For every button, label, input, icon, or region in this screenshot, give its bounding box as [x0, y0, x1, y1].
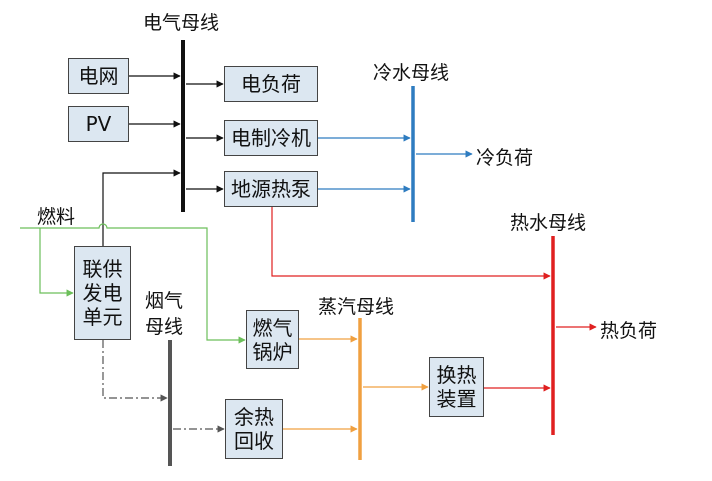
gas-boiler-node: 燃气 锅炉: [246, 310, 299, 369]
grid-label: 电网: [78, 64, 119, 88]
chp-node: 联供 发电 单元: [74, 246, 131, 340]
ground-heat-pump-label: 地源热泵: [231, 177, 311, 201]
ground-heat-pump-node: 地源热泵: [224, 171, 318, 207]
steam-bus-label: 蒸汽母线: [318, 296, 395, 318]
chp-label-2: 发电: [82, 281, 123, 305]
gas-boiler-label-1: 燃气: [252, 315, 293, 340]
electric-bus-label: 电气母线: [143, 12, 220, 34]
chp-elec-to-bus: [102, 169, 181, 246]
fuel-to-chp: [39, 228, 74, 297]
heat-pump-to-hot-bus: [271, 207, 551, 280]
fuel-line-main: [20, 223, 246, 344]
pv-label: PV: [85, 112, 112, 136]
gas-boiler-label-2: 锅炉: [252, 339, 293, 364]
elec-chiller-label: 电制冷机: [231, 126, 311, 150]
elec-chiller-node: 电制冷机: [224, 120, 318, 156]
elec-load-label: 电负荷: [241, 72, 301, 96]
waste-heat-node: 余热 回收: [225, 399, 283, 459]
flue-gas-bus-label-line2: 母线: [145, 316, 184, 338]
chp-label-3: 单元: [82, 305, 123, 329]
grid-node: 电网: [68, 58, 129, 94]
flue-gas-bus-label-line1: 烟气: [145, 290, 184, 312]
heat-exchanger-label-2: 装置: [436, 387, 477, 411]
cold-water-bus-label: 冷水母线: [373, 62, 450, 84]
chp-flue-to-bus: [102, 340, 168, 402]
fuel-label: 燃料: [37, 206, 76, 228]
heat-load-label: 热负荷: [600, 320, 658, 342]
waste-heat-label-2: 回收: [234, 429, 274, 453]
cold-load-label: 冷负荷: [476, 147, 534, 169]
heat-exchanger-label-1: 换热: [436, 363, 477, 387]
hot-water-bus-label: 热水母线: [510, 212, 587, 234]
waste-heat-label-1: 余热: [234, 405, 274, 429]
pv-node: PV: [68, 106, 129, 142]
elec-load-node: 电负荷: [224, 66, 318, 102]
heat-exchanger-node: 换热 装置: [429, 357, 484, 417]
chp-label-1: 联供: [82, 257, 123, 281]
